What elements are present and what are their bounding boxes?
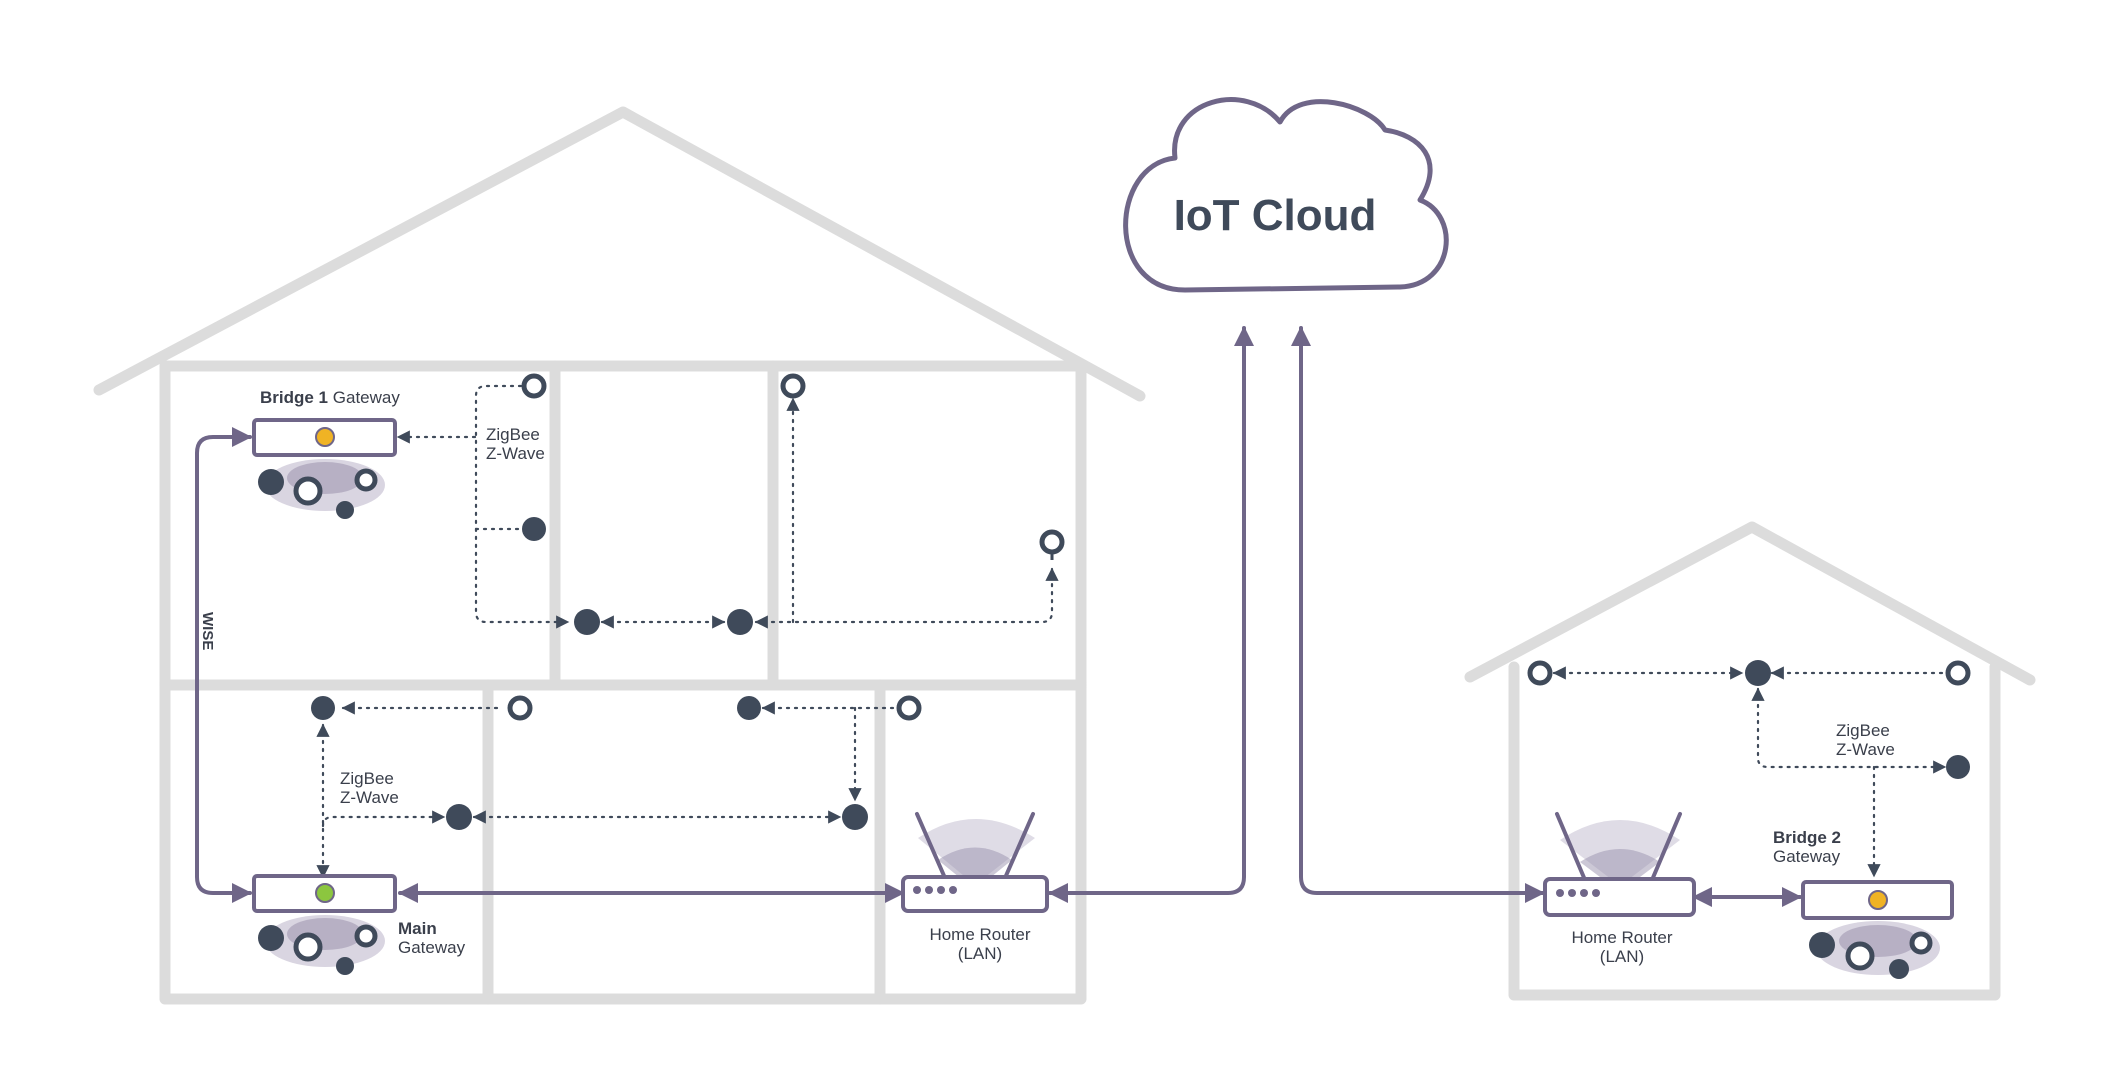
- antenna-icon: [1003, 812, 1035, 880]
- status-led-icon: [315, 427, 335, 447]
- wireless-links-small: [1552, 666, 1947, 878]
- sensor-node: [446, 804, 472, 830]
- antenna-icon: [1650, 812, 1682, 882]
- wise-label: WISE: [199, 612, 216, 650]
- iot-cloud: IoT Cloud: [1123, 97, 1449, 293]
- sensor-node-open: [1527, 660, 1553, 686]
- small-house: [1464, 521, 2036, 1001]
- wired-links: [195, 326, 1802, 907]
- sensor-node: [1745, 660, 1771, 686]
- sensor-node: [737, 696, 761, 720]
- protocol-label-line1: ZigBee: [340, 769, 394, 788]
- main-house: [93, 106, 1146, 1005]
- bridge2-label-line2: Gateway: [1773, 847, 1841, 866]
- sensor-node: [336, 501, 354, 519]
- sensor-node-open: [1039, 529, 1065, 555]
- sensor-node: [258, 925, 284, 951]
- router-label-line2: (LAN): [958, 944, 1002, 963]
- sensor-node: [842, 804, 868, 830]
- status-led-icon: [315, 883, 335, 903]
- bridge1-name: Bridge 1: [260, 388, 328, 407]
- main-gateway-line1: Main: [398, 919, 437, 938]
- protocol-label-line1: ZigBee: [486, 425, 540, 444]
- sensor-node-open: [293, 476, 323, 506]
- home-router-small: Home Router (LAN): [1543, 812, 1696, 966]
- bridge1-label: Bridge 1 Gateway: [260, 388, 400, 407]
- router-lights-icon: [1556, 889, 1600, 897]
- sensor-node: [1809, 932, 1835, 958]
- sensor-node: [258, 469, 284, 495]
- status-led-icon: [1868, 890, 1888, 910]
- sensor-nodes-lower: [311, 695, 922, 830]
- wireless-links-main: [316, 379, 1059, 879]
- main-gateway-line2: Gateway: [398, 938, 466, 957]
- bridge2-label-line1: Bridge 2: [1773, 828, 1841, 847]
- sensor-node: [522, 517, 546, 541]
- sensor-node-open: [354, 924, 378, 948]
- protocol-label-line2: Z-Wave: [1836, 740, 1895, 759]
- sensor-node: [727, 609, 753, 635]
- sensor-nodes-upper: [521, 373, 1065, 635]
- bridge2-gateway: Bridge 2 Gateway: [1773, 828, 1954, 979]
- home-router-main: Home Router (LAN): [901, 812, 1049, 963]
- antenna-icon: [915, 812, 947, 880]
- sensor-nodes-small: [1527, 660, 1971, 779]
- sensor-node-open: [1945, 660, 1971, 686]
- protocol-label-line2: Z-Wave: [486, 444, 545, 463]
- protocol-label-line1: ZigBee: [1836, 721, 1890, 740]
- protocol-label-line2: Z-Wave: [340, 788, 399, 807]
- sensor-node-open: [293, 932, 323, 962]
- sensor-node: [1889, 959, 1909, 979]
- router-lights-icon: [913, 886, 957, 894]
- sensor-node: [1946, 755, 1970, 779]
- sensor-node-open: [1845, 941, 1875, 971]
- sensor-node-open: [521, 373, 547, 399]
- sensor-node-open: [507, 695, 533, 721]
- router-box: [1543, 877, 1696, 917]
- sensor-node: [336, 957, 354, 975]
- sensor-node-open: [896, 695, 922, 721]
- router-box: [901, 875, 1049, 913]
- router-label-line2: (LAN): [1600, 947, 1644, 966]
- sensor-node: [574, 609, 600, 635]
- router-label-line1: Home Router: [929, 925, 1030, 944]
- sensor-node-open: [780, 373, 806, 399]
- antenna-icon: [1555, 812, 1587, 882]
- main-gateway: Main Gateway: [252, 874, 466, 975]
- bridge1-type: Gateway: [333, 388, 401, 407]
- sensor-node-open: [354, 468, 378, 492]
- sensor-node-open: [1909, 931, 1933, 955]
- bridge1-gateway: Bridge 1 Gateway: [252, 388, 400, 519]
- router-label-line1: Home Router: [1571, 928, 1672, 947]
- sensor-node: [311, 696, 335, 720]
- cloud-label: IoT Cloud: [1174, 191, 1377, 240]
